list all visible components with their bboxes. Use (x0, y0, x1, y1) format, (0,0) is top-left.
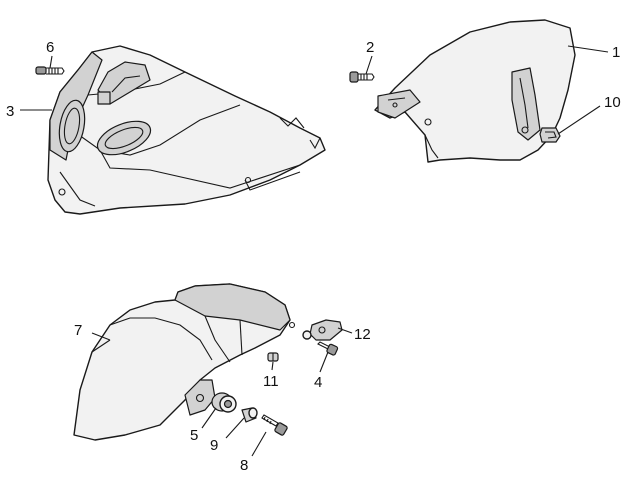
callout-2: 2 (366, 39, 374, 56)
bracket-12 (302, 319, 343, 341)
leader-line-1 (567, 45, 609, 53)
callout-12: 12 (354, 326, 371, 343)
callout-7: 7 (74, 322, 82, 339)
bushing-5 (211, 392, 237, 413)
callout-5: 5 (190, 427, 198, 444)
callout-4: 4 (314, 374, 322, 391)
callout-3: 3 (6, 103, 14, 120)
screw-2 (349, 71, 375, 83)
leader-line-5 (201, 407, 217, 429)
screw-4 (317, 341, 339, 356)
leader-line-12 (337, 327, 353, 334)
leader-line-4 (319, 351, 329, 373)
leader-line-10 (557, 105, 601, 135)
leader-line-7 (91, 332, 111, 341)
spacer-9 (241, 407, 258, 423)
callout-10: 10 (604, 94, 621, 111)
leader-line-8 (251, 431, 267, 457)
clip-nut-10 (539, 127, 561, 143)
callout-1: 1 (612, 44, 620, 61)
leader-line-9 (225, 417, 245, 439)
screw-6 (35, 66, 65, 75)
nut-11 (267, 352, 279, 362)
leader-line-6 (49, 55, 53, 69)
rear-mudguard-part (374, 19, 576, 163)
front-mudguard-part (73, 283, 296, 441)
callout-9: 9 (210, 437, 218, 454)
leader-line-11 (271, 361, 274, 371)
screw-8 (261, 414, 288, 436)
callout-6: 6 (46, 39, 54, 56)
leader-line-2 (365, 55, 373, 75)
callout-11: 11 (263, 373, 279, 390)
leg-shield-part (47, 45, 326, 215)
callout-8: 8 (240, 457, 248, 474)
